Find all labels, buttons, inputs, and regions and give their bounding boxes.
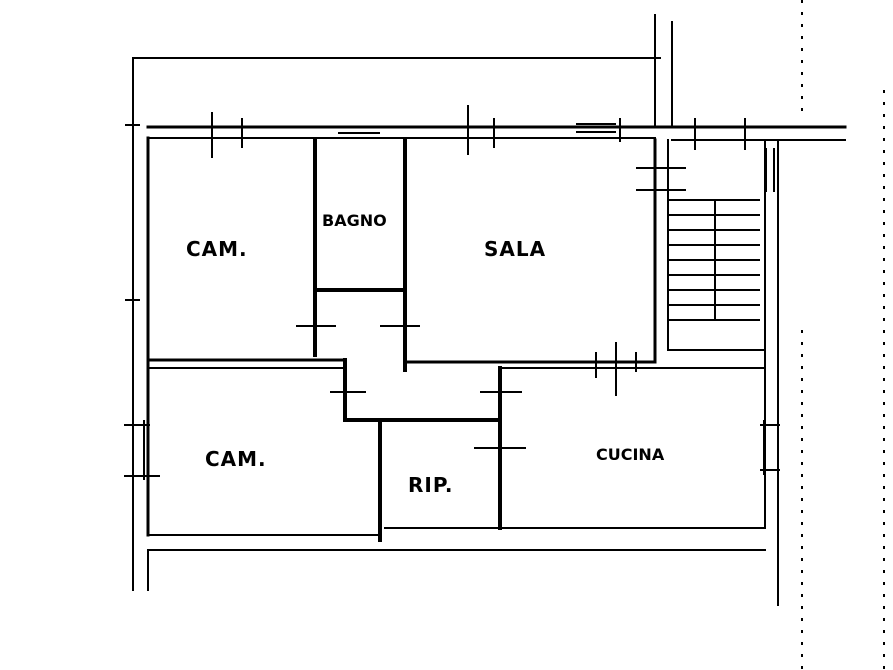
room-label-rip: RIP. — [408, 473, 453, 497]
room-label-cucina: CUCINA — [596, 445, 665, 464]
outer-boundary — [132, 14, 779, 606]
staircase — [668, 199, 760, 321]
room-label-cam-bottom: CAM. — [205, 447, 267, 471]
room-label-bagno: BAGNO — [322, 211, 387, 230]
exterior-walls — [146, 125, 847, 537]
room-label-cam-top: CAM. — [186, 237, 248, 261]
room-label-sala: SALA — [484, 237, 546, 261]
scan-margin-marks — [801, 0, 885, 670]
opening-marks — [124, 105, 780, 480]
interior-walls — [146, 138, 766, 542]
